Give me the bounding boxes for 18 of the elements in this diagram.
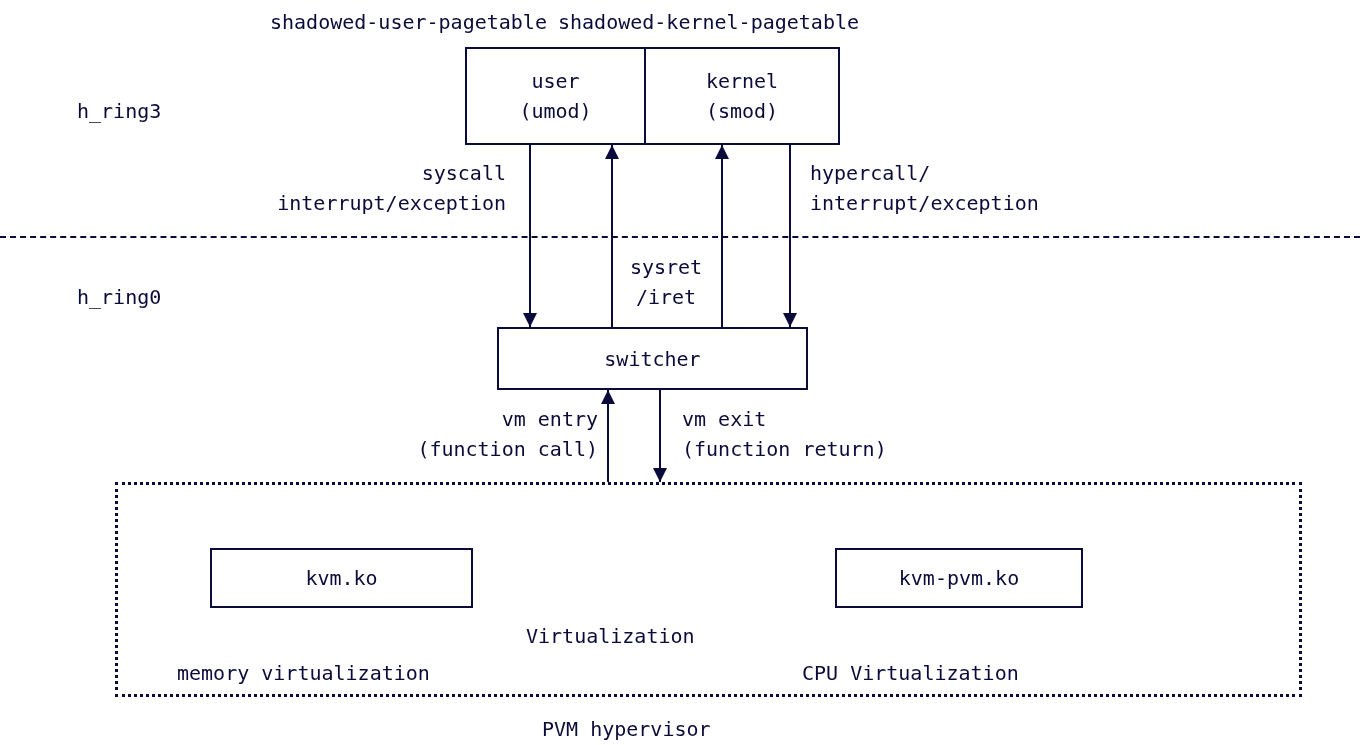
box-heading: shadowed-kernel-pagetable [558, 9, 860, 36]
arrow [653, 389, 667, 483]
arrow [523, 144, 537, 328]
arrow [605, 144, 619, 328]
box-caption: CPU Virtualization [802, 660, 1019, 687]
box-label: kvm.ko [305, 565, 378, 592]
process-box [497, 327, 808, 390]
box-label: kernel (smod) [704, 68, 780, 125]
box-caption: memory virtualization [177, 660, 430, 687]
box-heading: shadowed-user-pagetable [270, 9, 547, 36]
arrow [783, 144, 797, 328]
box-label: kvm-pvm.ko [898, 565, 1020, 592]
box-label: user (umod) [518, 68, 593, 125]
arrow [715, 144, 729, 328]
container-label: Virtualization [526, 623, 695, 650]
container-label: PVM hypervisor [542, 716, 711, 743]
box-label: switcher [604, 345, 701, 373]
arrow [601, 389, 615, 483]
